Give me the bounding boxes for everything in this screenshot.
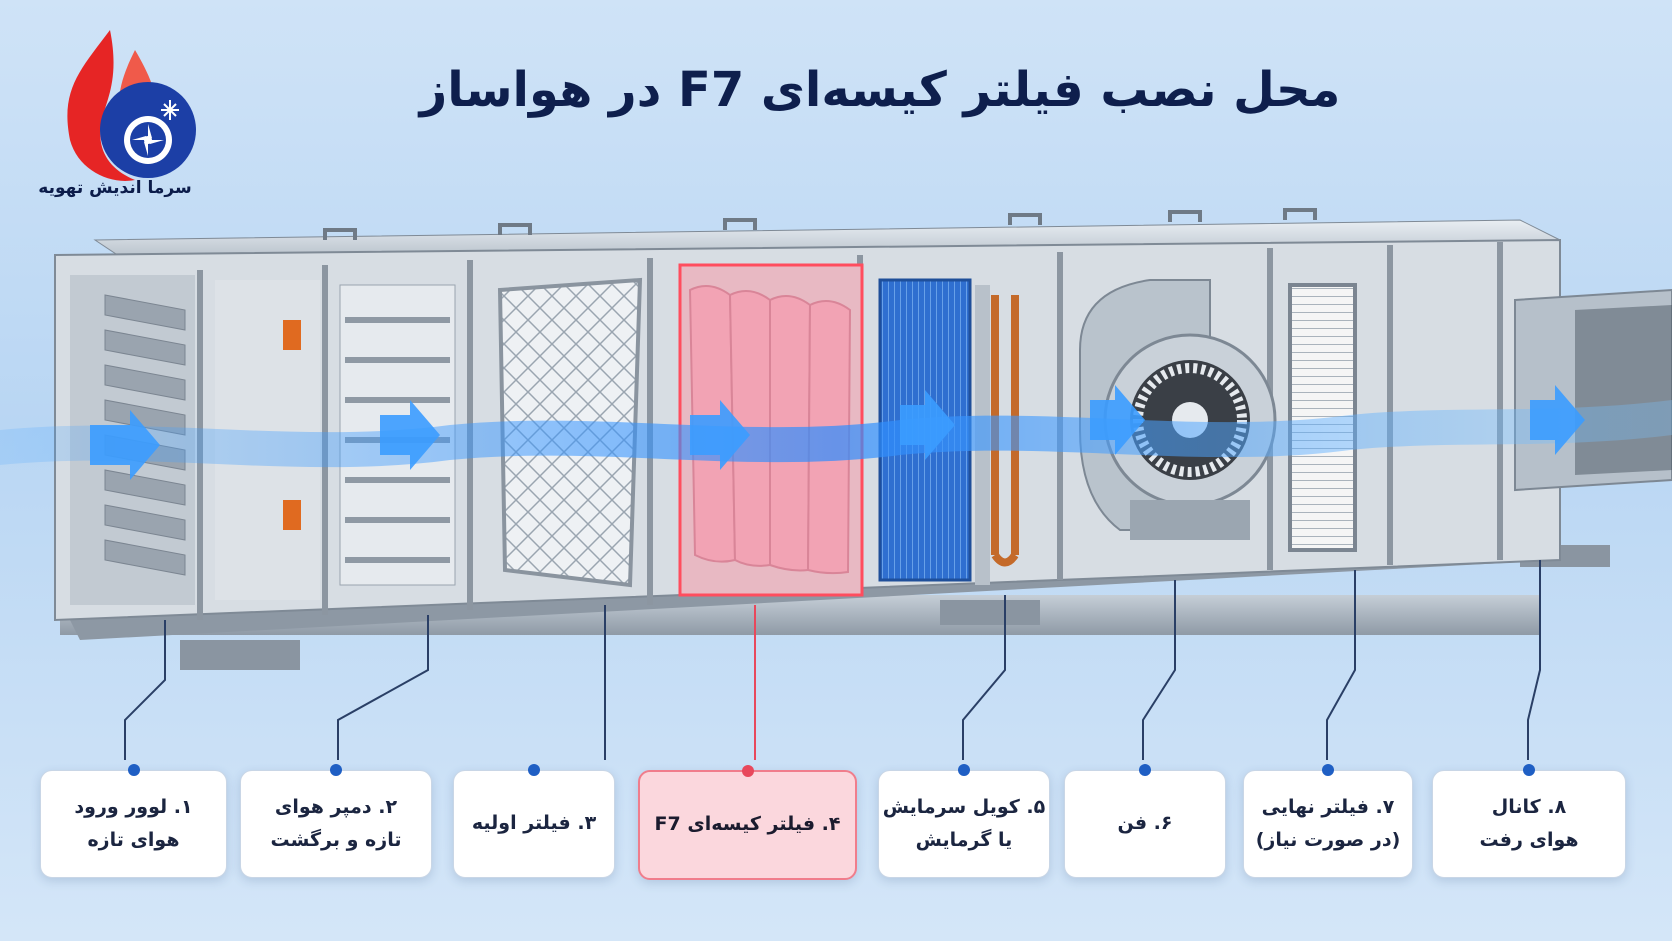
component-card-final-filter: ۷. فیلتر نهایی (در صورت نیاز) <box>1243 764 1413 878</box>
marker-dot <box>127 764 140 776</box>
marker-dot <box>528 764 540 776</box>
component-label: ۴. فیلتر کیسه‌ای F7 <box>654 813 841 836</box>
component-label: ۵. کویل سرمایش یا گرمایش <box>882 795 1046 851</box>
marker-dot <box>1523 764 1535 776</box>
marker-dot <box>958 764 970 776</box>
component-card-supply-duct: ۸. کانال هوای رفت <box>1432 764 1626 878</box>
marker-dot <box>741 765 754 777</box>
component-card-primary-filter: ۳. فیلتر اولیه <box>453 764 615 878</box>
component-label: ۱. لوور ورود هوای تازه <box>74 795 193 851</box>
marker-dot <box>1139 764 1151 776</box>
component-label: ۸. کانال هوای رفت <box>1479 795 1579 851</box>
component-card-louver: ۱. لوور ورود هوای تازه <box>40 764 227 878</box>
component-label: ۶. فن <box>1117 812 1173 835</box>
logo-icon <box>67 30 196 181</box>
component-card-fan: ۶. فن <box>1064 764 1226 878</box>
component-card-damper: ۲. دمپر هوای تازه و برگشت <box>240 764 432 878</box>
marker-dot <box>1322 764 1334 776</box>
component-card-bag-filter-f7: ۴. فیلتر کیسه‌ای F7 <box>638 765 857 880</box>
component-label: ۳. فیلتر اولیه <box>471 812 597 835</box>
component-card-coil: ۵. کویل سرمایش یا گرمایش <box>878 764 1050 878</box>
marker-dot <box>330 764 342 776</box>
component-label: ۲. دمپر هوای تازه و برگشت <box>270 795 402 851</box>
brand-name: سرما اندیش تهویه <box>38 178 192 198</box>
component-label: ۷. فیلتر نهایی (در صورت نیاز) <box>1255 795 1401 851</box>
page-title: محل نصب فیلتر کیسه‌ای F7 در هواساز <box>419 62 1341 118</box>
air-handling-unit-illustration <box>0 208 1672 760</box>
